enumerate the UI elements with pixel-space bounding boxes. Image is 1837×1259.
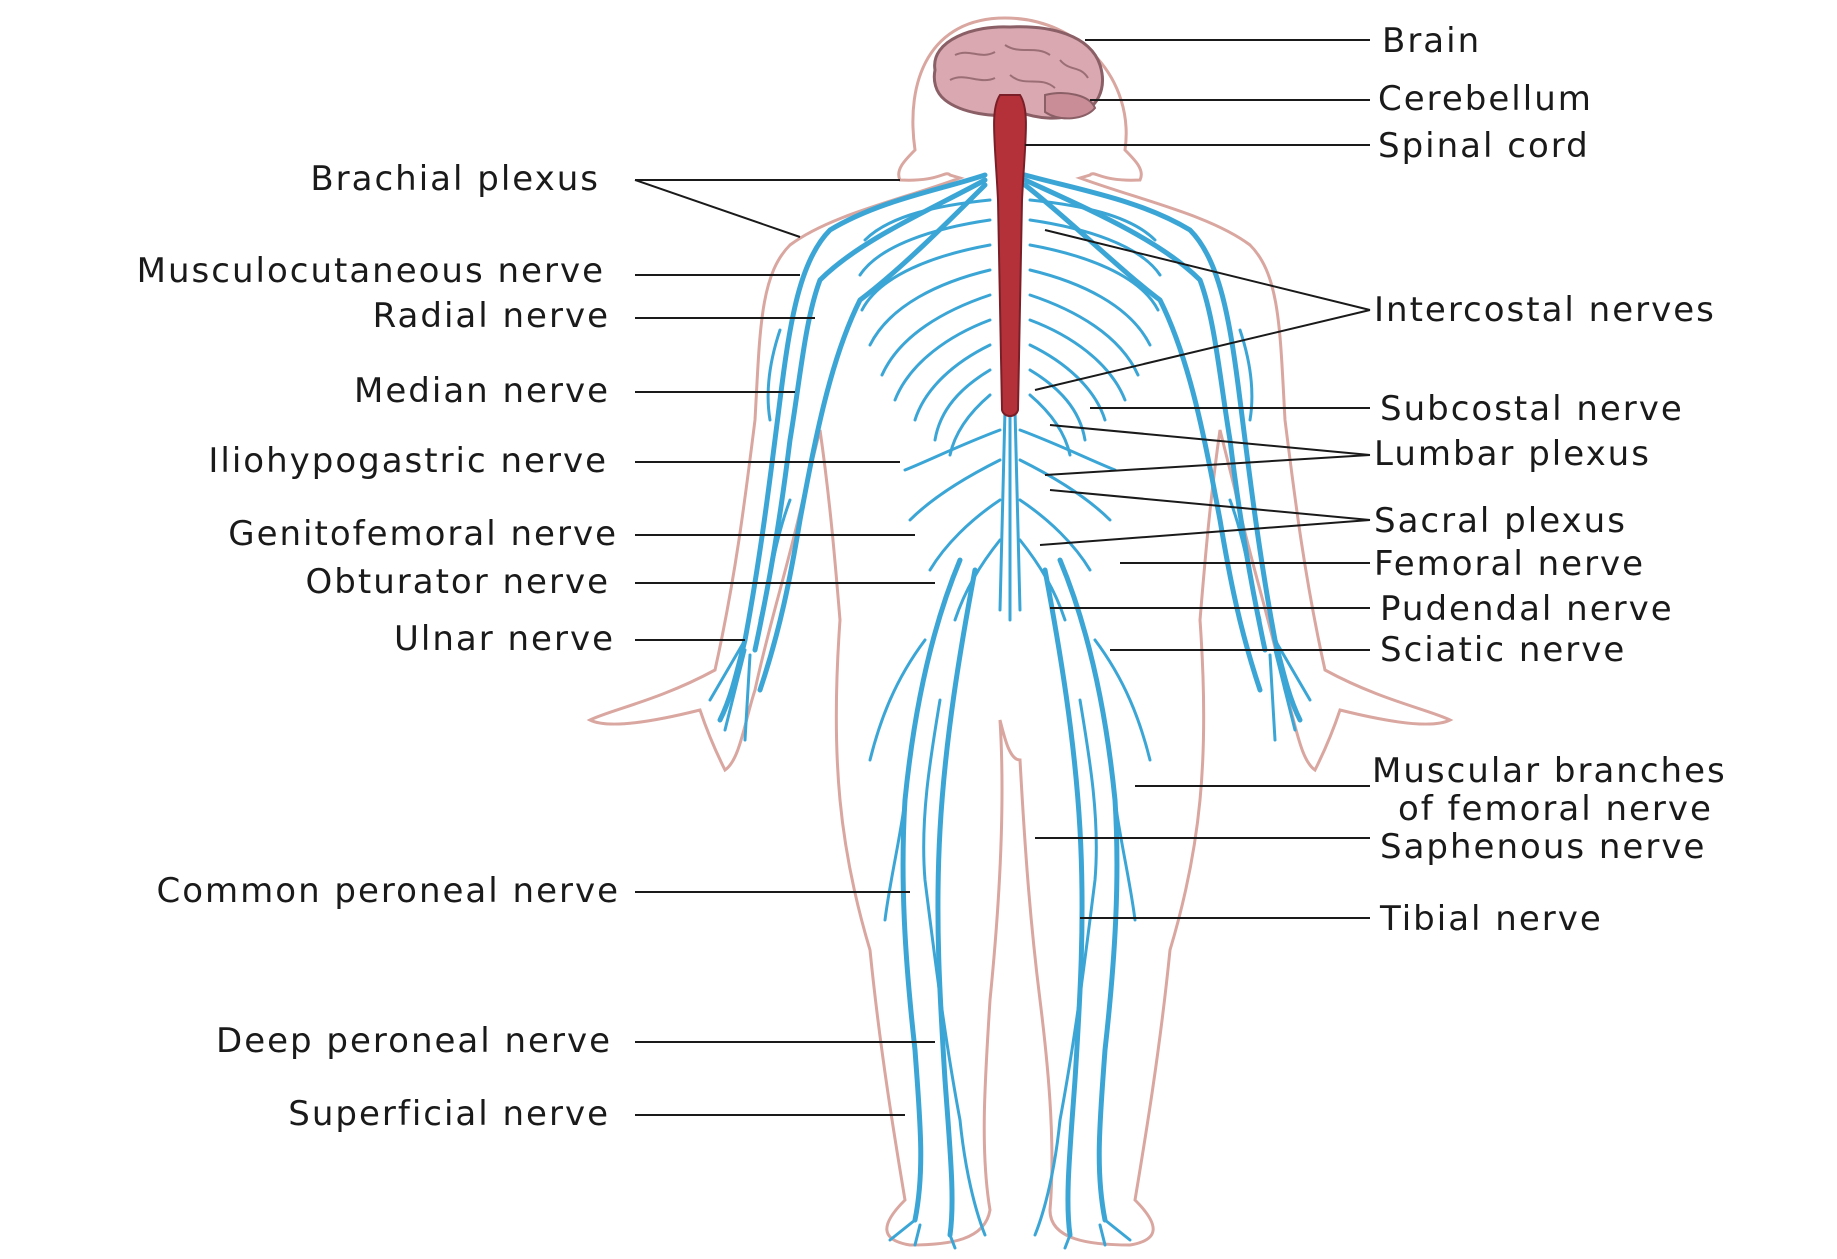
label-muscular-branches-line1: Muscular branches bbox=[1372, 751, 1727, 791]
label-ulnar-nerve: Ulnar nerve bbox=[394, 619, 615, 659]
label-genitofemoral-nerve: Genitofemoral nerve bbox=[228, 514, 618, 554]
label-obturator-nerve: Obturator nerve bbox=[306, 562, 610, 602]
label-superficial-nerve: Superficial nerve bbox=[288, 1094, 610, 1134]
label-cerebellum: Cerebellum bbox=[1378, 79, 1593, 119]
label-pudendal-nerve: Pudendal nerve bbox=[1380, 589, 1674, 629]
label-subcostal-nerve: Subcostal nerve bbox=[1380, 389, 1684, 429]
label-iliohypogastric-nerve: Iliohypogastric nerve bbox=[208, 441, 608, 481]
label-sacral-plexus: Sacral plexus bbox=[1374, 501, 1627, 541]
label-radial-nerve: Radial nerve bbox=[373, 296, 610, 336]
label-femoral-nerve: Femoral nerve bbox=[1374, 544, 1645, 584]
labels-left: Brachial plexus Musculocutaneous nerve R… bbox=[137, 159, 620, 1134]
label-median-nerve: Median nerve bbox=[354, 371, 610, 411]
label-brachial-plexus: Brachial plexus bbox=[310, 159, 600, 199]
label-common-peroneal-nerve: Common peroneal nerve bbox=[156, 871, 620, 911]
label-musculocutaneous-nerve: Musculocutaneous nerve bbox=[137, 251, 605, 291]
label-muscular-branches-line2: of femoral nerve bbox=[1398, 789, 1713, 829]
label-sciatic-nerve: Sciatic nerve bbox=[1380, 630, 1626, 670]
label-tibial-nerve: Tibial nerve bbox=[1379, 899, 1603, 939]
label-lumbar-plexus: Lumbar plexus bbox=[1374, 434, 1651, 474]
label-intercostal-nerves: Intercostal nerves bbox=[1374, 290, 1716, 330]
label-spinal-cord: Spinal cord bbox=[1378, 126, 1590, 166]
labels-right: Brain Cerebellum Spinal cord Intercostal… bbox=[1372, 21, 1727, 939]
label-deep-peroneal-nerve: Deep peroneal nerve bbox=[216, 1021, 612, 1061]
label-brain: Brain bbox=[1382, 21, 1481, 61]
label-saphenous-nerve: Saphenous nerve bbox=[1380, 827, 1706, 867]
